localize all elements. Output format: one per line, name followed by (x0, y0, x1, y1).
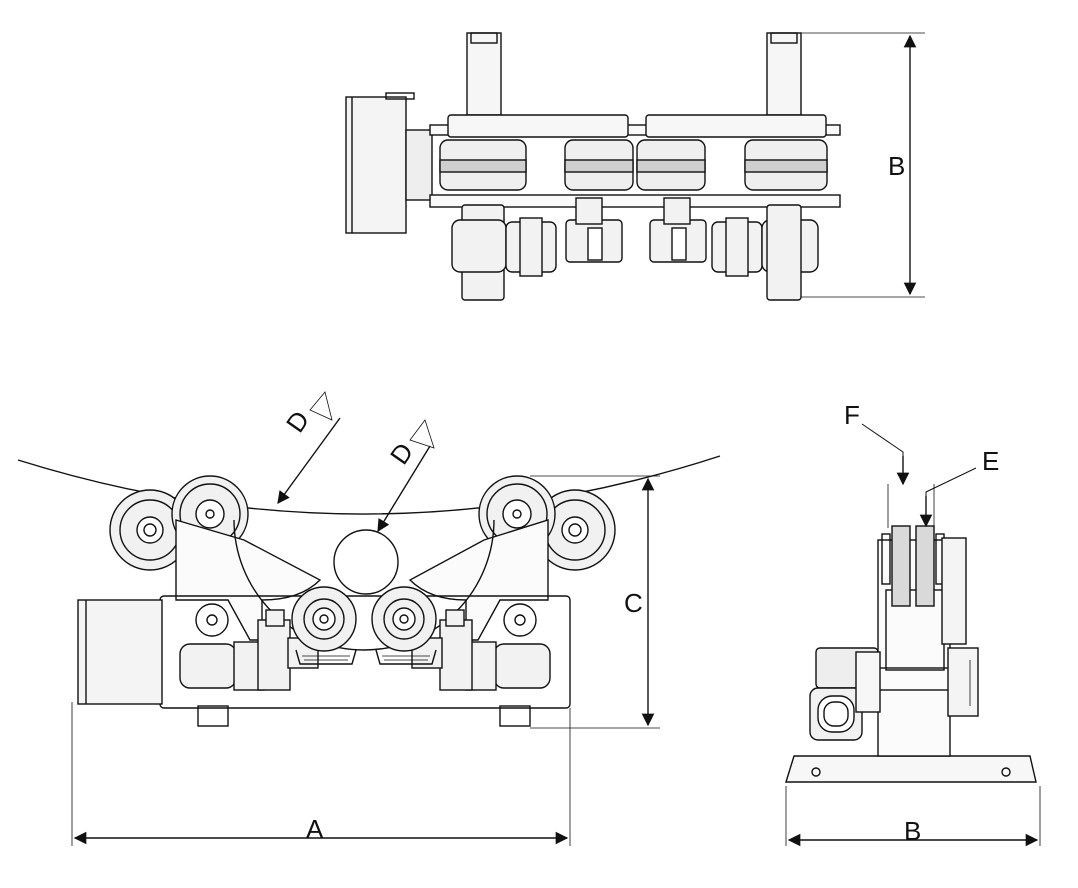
top-view (345, 32, 925, 301)
top-post-right (766, 32, 802, 116)
top-motor-housing (345, 96, 407, 234)
front-drive-rollers (291, 586, 437, 665)
side-wheel-f (891, 525, 911, 607)
front-motor-housing (77, 599, 163, 705)
top-frame-upper (429, 124, 841, 136)
label-e: E (982, 446, 999, 476)
top-post-left (466, 32, 502, 116)
front-foot-right (499, 705, 531, 727)
side-upright (877, 539, 951, 757)
side-wheel-e (915, 525, 935, 607)
small-pipe-outline (333, 529, 399, 595)
label-d-small: D (384, 437, 419, 470)
label-c: C (624, 588, 643, 618)
top-frame-lower (429, 194, 841, 208)
top-wheels (439, 139, 828, 191)
side-view (785, 423, 1041, 847)
label-b-side: B (904, 816, 921, 846)
label-f: F (844, 400, 860, 430)
top-drives (451, 197, 819, 301)
front-view (17, 391, 721, 846)
front-foot-left (197, 705, 229, 727)
label-b-top: B (888, 151, 905, 181)
front-lower-flanges (195, 603, 537, 637)
diameter-pointer-small (377, 445, 431, 533)
front-gear-motors (179, 609, 551, 691)
side-base-plate (785, 755, 1037, 783)
diameter-pointer-large (277, 417, 341, 505)
label-a: A (306, 814, 324, 844)
large-pipe-outline (17, 455, 721, 515)
